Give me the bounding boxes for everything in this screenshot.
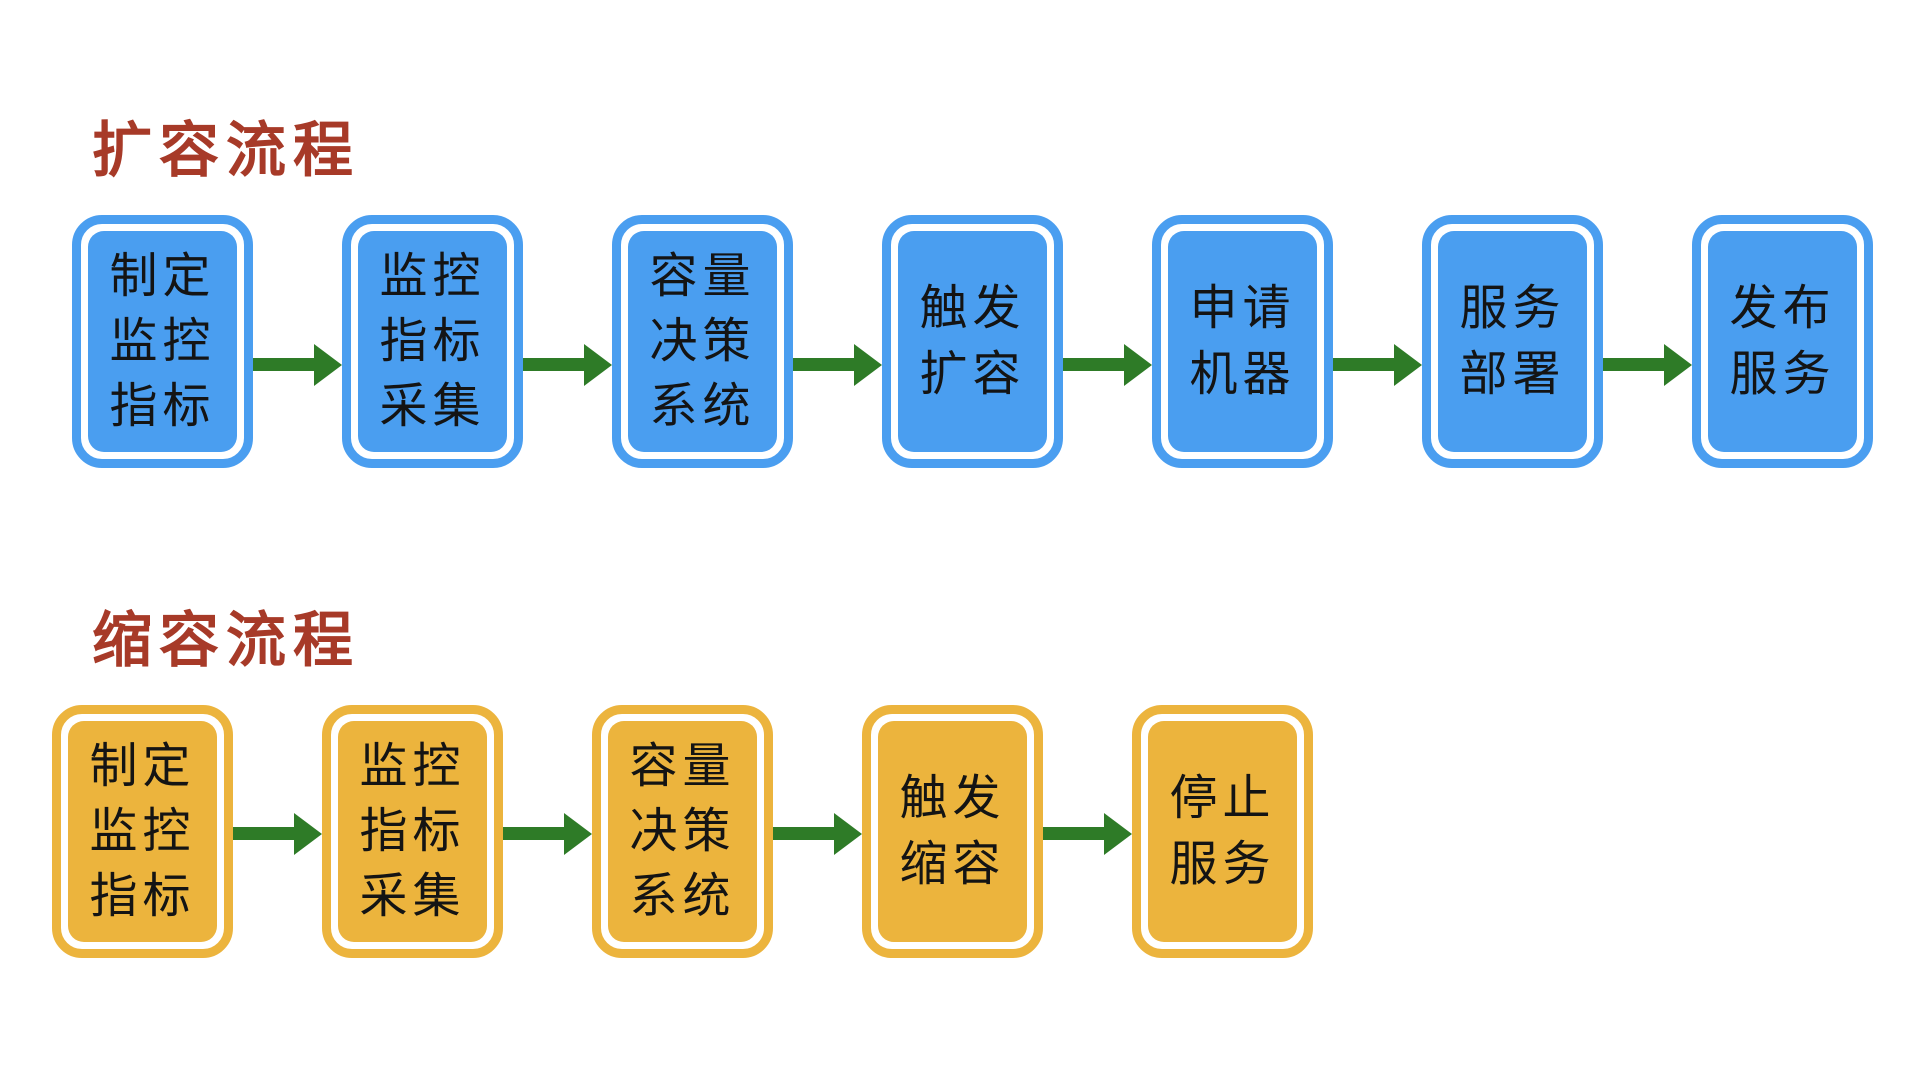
step-node-stop-service: 停止 服务 <box>1132 705 1313 958</box>
step-node-define-metrics: 制定 监控 指标 <box>52 705 233 958</box>
arrow-head <box>854 343 882 386</box>
arrow-head <box>314 343 342 386</box>
arrow-right-icon <box>773 812 862 855</box>
step-node-fill: 申请 机器 <box>1168 231 1317 452</box>
flow-title-scale-down: 缩容流程 <box>92 607 360 674</box>
arrow-shaft <box>233 827 294 840</box>
step-label: 触发 缩容 <box>899 772 1006 891</box>
step-node-service-deploy: 服务 部署 <box>1422 215 1603 468</box>
arrow-shaft <box>1063 358 1124 371</box>
step-node-metric-collection: 监控 指标 采集 <box>322 705 503 958</box>
step-node-define-metrics: 制定 监控 指标 <box>72 215 253 468</box>
step-node-fill: 监控 指标 采集 <box>358 231 507 452</box>
step-label: 停止 服务 <box>1169 772 1276 891</box>
step-node-fill: 停止 服务 <box>1148 721 1297 942</box>
arrow-head <box>584 343 612 386</box>
step-node-trigger-scale-down: 触发 缩容 <box>862 705 1043 958</box>
arrow-head <box>564 812 592 855</box>
step-node-fill: 容量 决策 系统 <box>628 231 777 452</box>
arrow-shaft <box>1043 827 1104 840</box>
step-node-metric-collection: 监控 指标 采集 <box>342 215 523 468</box>
arrow-head <box>834 812 862 855</box>
arrow-right-icon <box>1063 343 1152 386</box>
step-node-fill: 触发 扩容 <box>898 231 1047 452</box>
step-node-fill: 服务 部署 <box>1438 231 1587 452</box>
step-node-publish-service: 发布 服务 <box>1692 215 1873 468</box>
flow-title-scale-up: 扩容流程 <box>92 117 360 184</box>
step-node-request-machines: 申请 机器 <box>1152 215 1333 468</box>
arrow-shaft <box>1603 358 1664 371</box>
step-node-fill: 制定 监控 指标 <box>88 231 237 452</box>
arrow-right-icon <box>233 812 322 855</box>
arrow-head <box>1124 343 1152 386</box>
step-node-capacity-decision: 容量 决策 系统 <box>592 705 773 958</box>
arrow-right-icon <box>253 343 342 386</box>
arrow-shaft <box>793 358 854 371</box>
step-label: 触发 扩容 <box>919 282 1026 401</box>
step-label: 监控 指标 采集 <box>379 249 486 434</box>
arrow-shaft <box>523 358 584 371</box>
arrow-shaft <box>253 358 314 371</box>
arrow-right-icon <box>1603 343 1692 386</box>
step-label: 服务 部署 <box>1459 282 1566 401</box>
step-node-trigger-scale-up: 触发 扩容 <box>882 215 1063 468</box>
step-node-fill: 触发 缩容 <box>878 721 1027 942</box>
arrow-shaft <box>503 827 564 840</box>
step-label: 制定 监控 指标 <box>89 739 196 924</box>
arrow-shaft <box>773 827 834 840</box>
flow-row-scale-up: 制定 监控 指标 监控 指标 采集 容量 决策 系统 <box>72 215 1873 468</box>
step-label: 申请 机器 <box>1189 282 1296 401</box>
arrow-right-icon <box>523 343 612 386</box>
arrow-head <box>1394 343 1422 386</box>
step-node-fill: 监控 指标 采集 <box>338 721 487 942</box>
arrow-head <box>294 812 322 855</box>
arrow-right-icon <box>793 343 882 386</box>
arrow-shaft <box>1333 358 1394 371</box>
arrow-head <box>1664 343 1692 386</box>
flow-row-scale-down: 制定 监控 指标 监控 指标 采集 容量 决策 系统 <box>52 705 1313 958</box>
step-node-fill: 制定 监控 指标 <box>68 721 217 942</box>
step-node-fill: 容量 决策 系统 <box>608 721 757 942</box>
step-label: 容量 决策 系统 <box>649 249 756 434</box>
step-node-fill: 发布 服务 <box>1708 231 1857 452</box>
arrow-right-icon <box>1043 812 1132 855</box>
arrow-head <box>1104 812 1132 855</box>
step-label: 监控 指标 采集 <box>359 739 466 924</box>
arrow-right-icon <box>503 812 592 855</box>
step-label: 容量 决策 系统 <box>629 739 736 924</box>
step-node-capacity-decision: 容量 决策 系统 <box>612 215 793 468</box>
arrow-right-icon <box>1333 343 1422 386</box>
step-label: 制定 监控 指标 <box>109 249 216 434</box>
step-label: 发布 服务 <box>1729 282 1836 401</box>
